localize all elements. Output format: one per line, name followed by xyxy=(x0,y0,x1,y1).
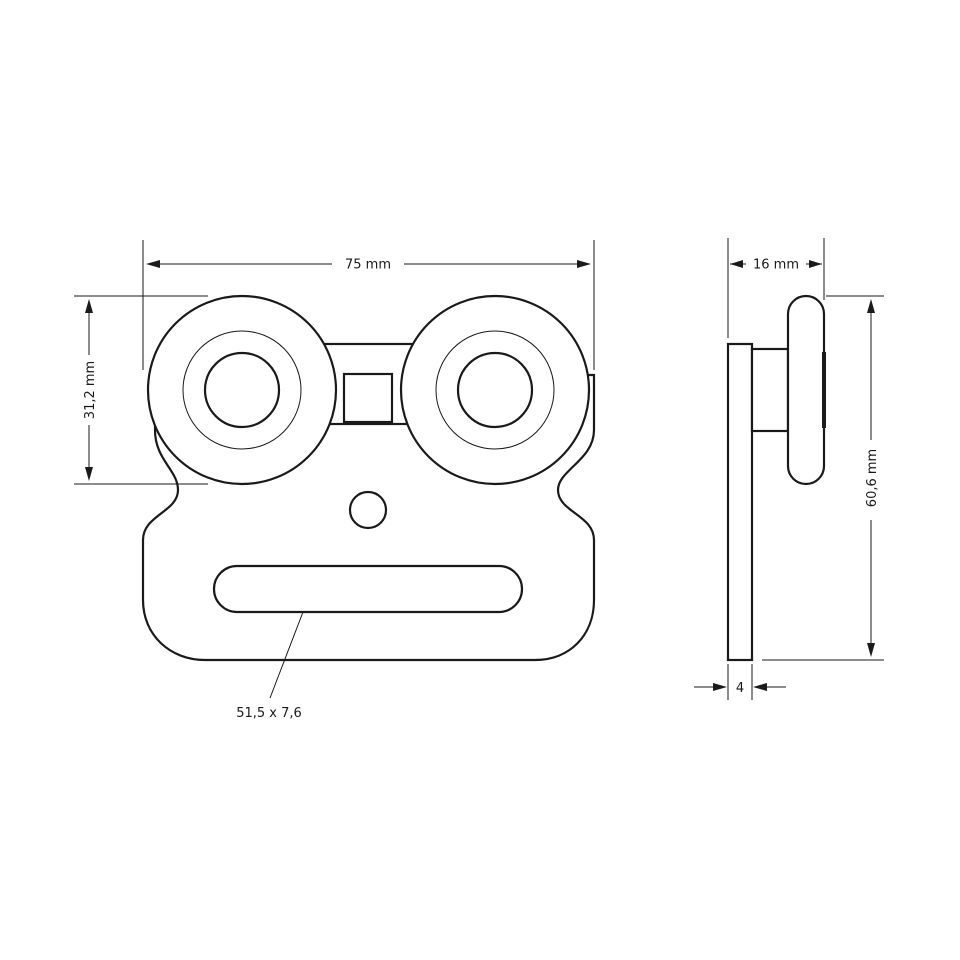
depth-dimension: 16 mm xyxy=(727,238,825,338)
total-height-label: 60,6 mm xyxy=(865,449,880,507)
slot-label: 51,5 x 7,6 xyxy=(236,706,302,721)
round-hole xyxy=(348,490,388,530)
slot-callout: 51,5 x 7,6 xyxy=(236,611,304,721)
left-roller-hub xyxy=(203,351,281,429)
side-roller-rim xyxy=(822,352,826,428)
thickness-label: 4 xyxy=(736,681,744,696)
depth-label: 16 mm xyxy=(753,258,799,273)
roller-height-dimension: 31,2 mm xyxy=(74,295,208,485)
side-plate xyxy=(726,342,754,662)
side-roller xyxy=(786,294,826,486)
right-roller-bearing-ring xyxy=(435,330,555,450)
right-roller-hub xyxy=(456,351,534,429)
adjustment-slot xyxy=(212,564,524,614)
side-axle xyxy=(750,347,790,433)
thickness-dimension: 4 xyxy=(694,664,786,700)
roller-height-label: 31,2 mm xyxy=(83,361,98,419)
width-dimension: 75 mm xyxy=(142,240,595,370)
total-height-dimension: 60,6 mm xyxy=(762,295,884,661)
side-view: 16 mm 60,6 mm 4 xyxy=(694,238,884,700)
left-roller-bearing-ring xyxy=(182,330,302,450)
square-hole xyxy=(342,372,394,424)
front-view: 75 mm 31,2 mm 51,5 x 7,6 xyxy=(74,240,596,721)
width-label: 75 mm xyxy=(345,258,391,273)
